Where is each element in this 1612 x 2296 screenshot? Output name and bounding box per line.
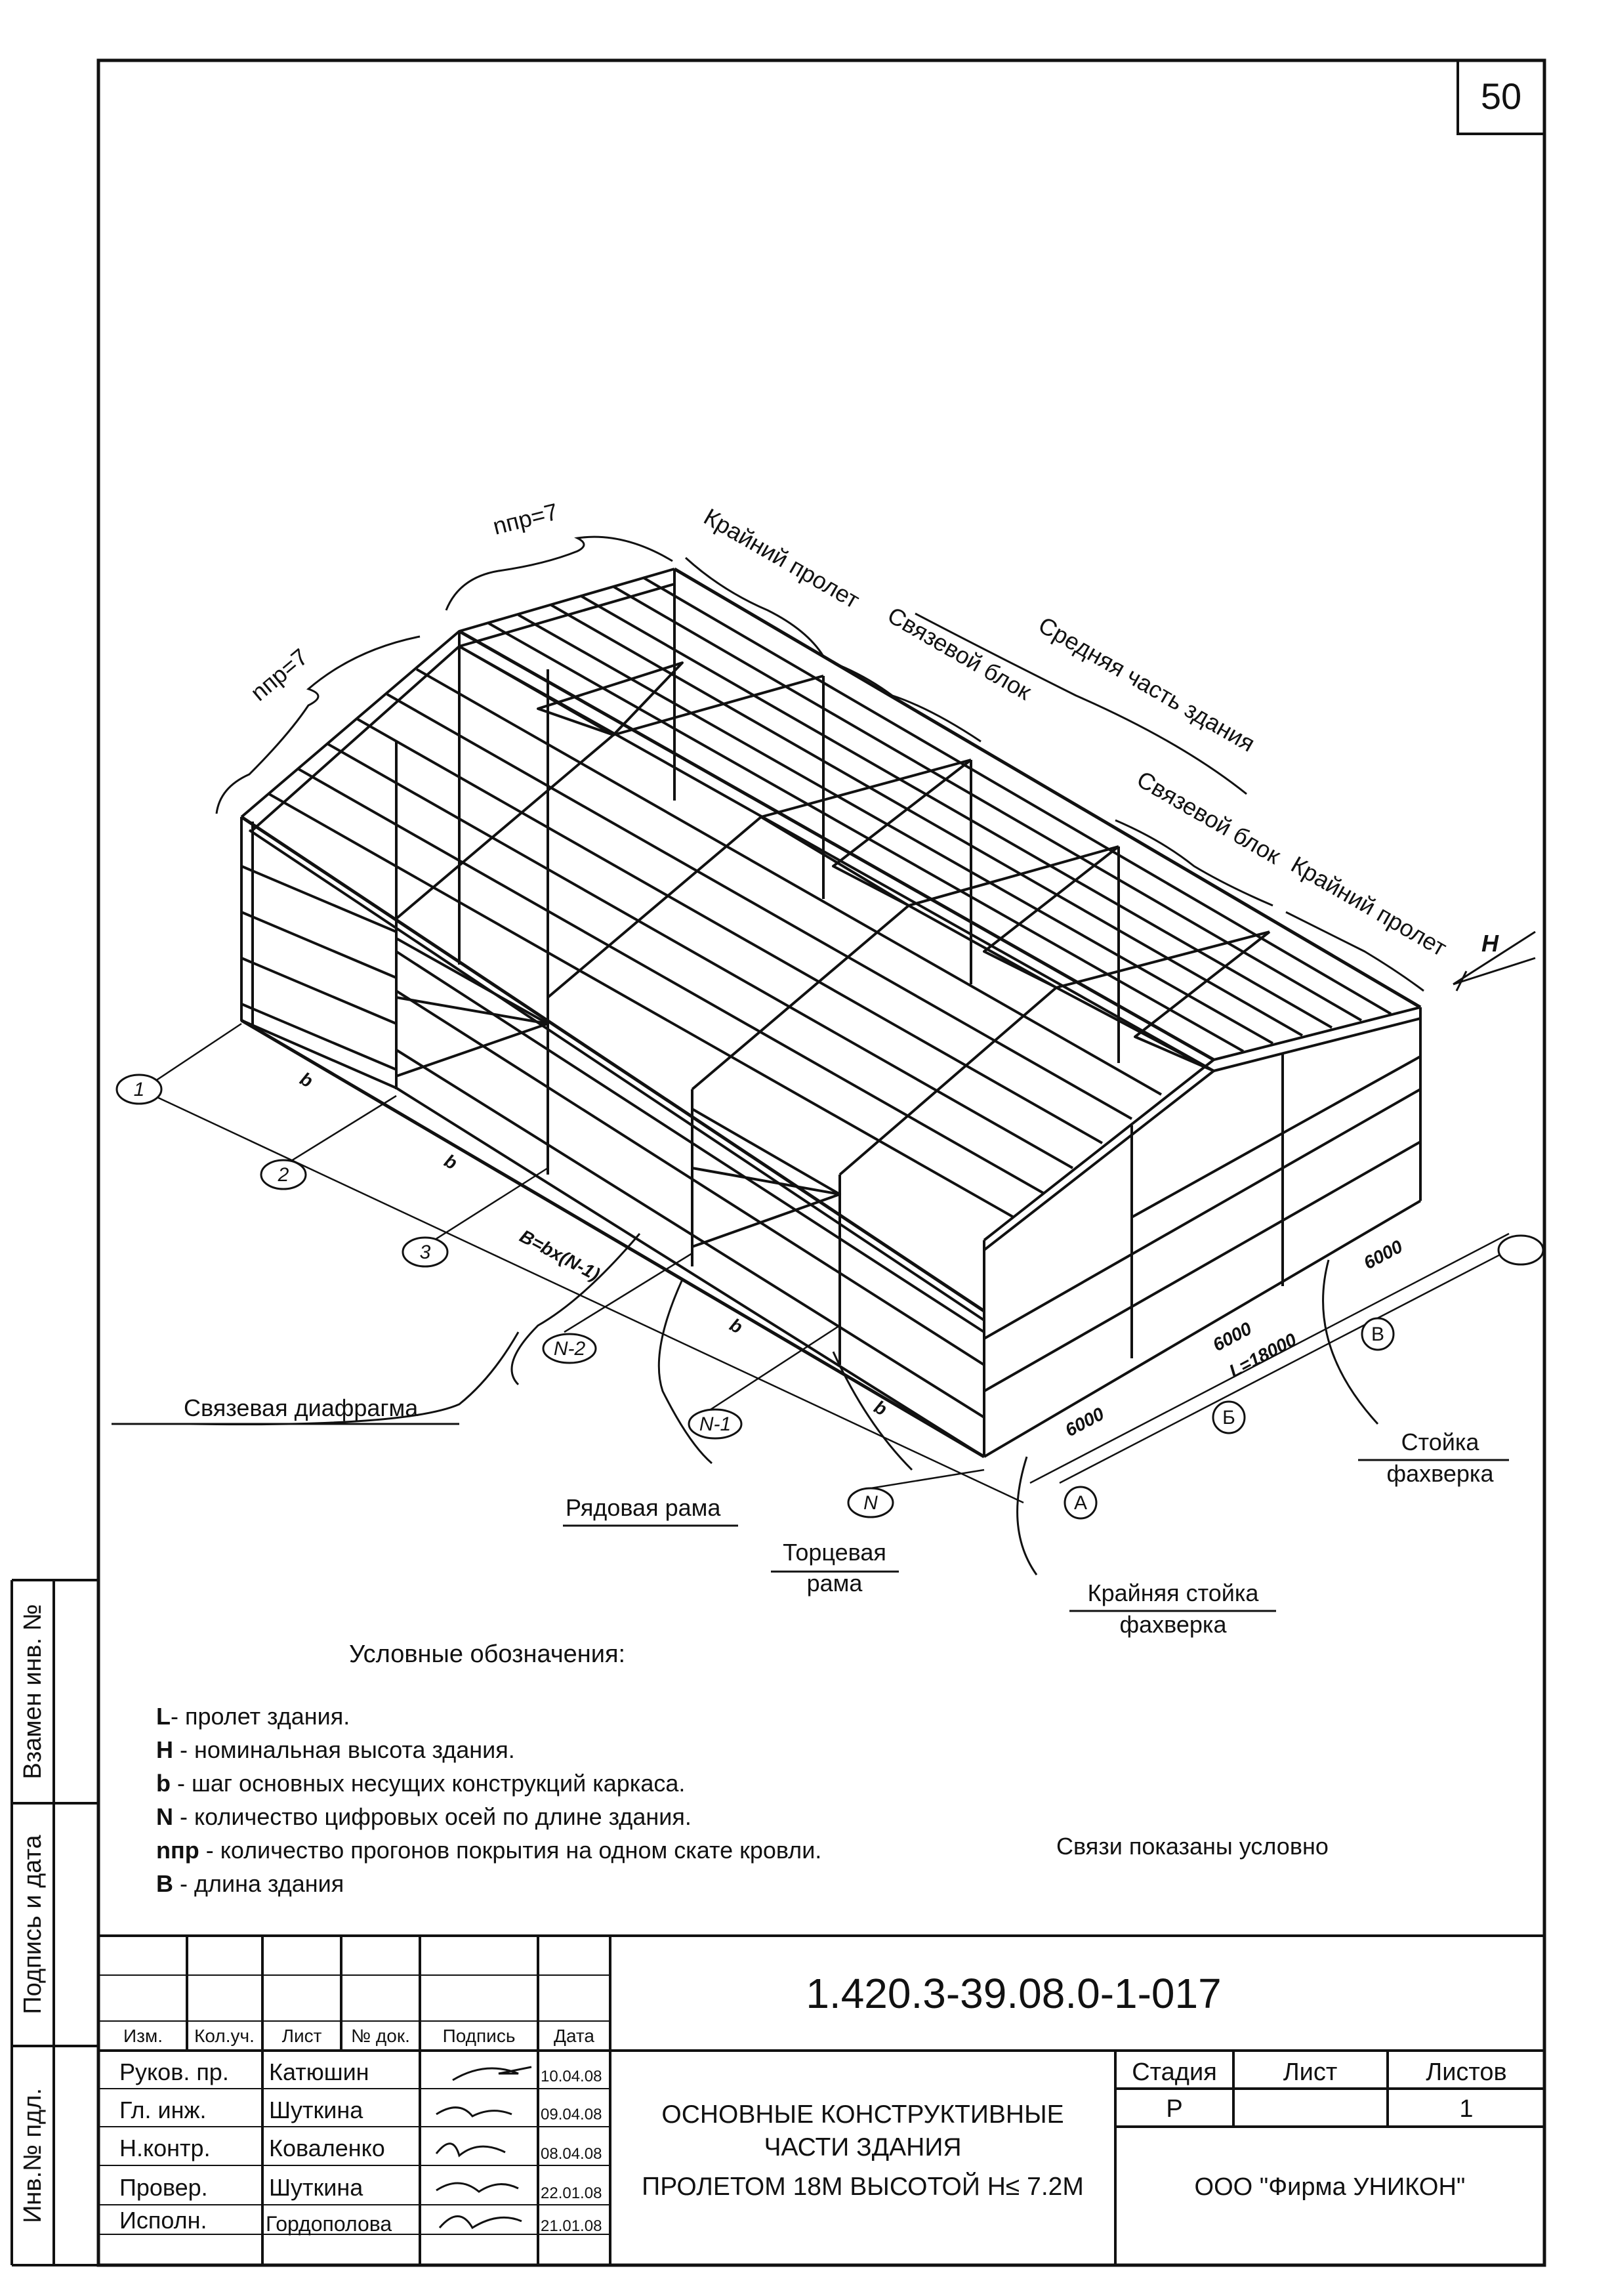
legend: L- пролет здания. H - номинальная высота…: [156, 1700, 821, 1900]
dim-b-1: b: [297, 1068, 316, 1091]
col-header-kol: Кол.уч.: [194, 2026, 255, 2046]
label-middle-part: Средняя часть здания: [1034, 611, 1260, 757]
dim-b-2: b: [441, 1150, 461, 1173]
eave-right: [673, 567, 1422, 1009]
label-bracing-block-top: Связевой блок: [883, 601, 1036, 705]
col-header-sign: Подпись: [443, 2026, 516, 2046]
label-end-frame-1: Торцевая: [783, 1539, 886, 1566]
name-3: Коваленко: [269, 2135, 385, 2161]
col-header-date: Дата: [554, 2026, 594, 2046]
title-line-1: ОСНОВНЫЕ КОНСТРУКТИВНЫЕ: [661, 2100, 1064, 2129]
label-ordinary-frame: Рядовая рама: [566, 1494, 721, 1521]
building-frame: [240, 567, 1422, 1459]
role-2: Гл. инж.: [119, 2097, 207, 2123]
brackets: [215, 535, 1424, 992]
title-line-3: ПРОЛЕТОМ 18М ВЫСОТОЙ H≤ 7.2М: [642, 2171, 1084, 2201]
label-npr-right: nпр=7: [490, 498, 561, 540]
legend-item: B - длина здания: [156, 1870, 344, 1897]
dim-6000-3: 6000: [1360, 1236, 1406, 1273]
axis-label-1: 1: [134, 1079, 145, 1100]
name-2: Шуткина: [269, 2097, 363, 2123]
stage-value: Р: [1166, 2095, 1182, 2123]
legend-item: L- пролет здания.: [156, 1703, 350, 1730]
axis-bubbles-length: [115, 1074, 894, 1518]
legend-item: nпр - количество прогонов покрытия на од…: [156, 1837, 822, 1864]
end-frame-front: [240, 817, 397, 1089]
eave-left: [240, 815, 985, 1313]
legend-title: Условные обозначения:: [349, 1640, 626, 1668]
title-line-2: ЧАСТИ ЗДАНИЯ: [764, 2133, 961, 2161]
ridge: [458, 629, 1215, 1062]
stamp-sign-date: Подпись и дата: [19, 1834, 47, 2014]
axis-label-3: 3: [420, 1242, 431, 1263]
dim-6000-2: 6000: [1209, 1318, 1255, 1355]
legend-item: N - количество цифровых осей по длине зд…: [156, 1803, 692, 1830]
axis-label-n: N: [863, 1492, 878, 1514]
sheet-number: 50: [1481, 75, 1521, 117]
label-bracing-block-bottom: Связевой блок: [1132, 765, 1285, 869]
end-frame-back: [983, 1006, 1421, 1242]
legend-item: b - шаг основных несущих конструкций кар…: [156, 1770, 686, 1797]
date-3: 08.04.08: [541, 2145, 602, 2163]
date-2: 09.04.08: [541, 2106, 602, 2123]
base-left: [240, 1018, 985, 1459]
col-header-doc: № док.: [351, 2026, 410, 2046]
height-marker: [1453, 930, 1536, 991]
label-end-post-1: Крайняя стойка: [1088, 1579, 1260, 1606]
signatures: [435, 2066, 532, 2230]
dim-b-4: b: [871, 1396, 890, 1419]
axis-bubbles-width: [1064, 1234, 1544, 1520]
label-post-1: Стойка: [1401, 1429, 1480, 1455]
sheet-number-box: [1457, 59, 1546, 135]
dim-6000-1: 6000: [1062, 1403, 1107, 1440]
role-1: Руков. пр.: [119, 2058, 229, 2085]
date-1: 10.04.08: [541, 2068, 602, 2085]
label-end-frame-2: рама: [807, 1570, 863, 1597]
label-end-post-2: фахверка: [1120, 1611, 1228, 1638]
label-bracing-diaphragm: Связевая диафрагма: [184, 1394, 419, 1421]
name-1: Катюшин: [269, 2058, 369, 2085]
legend-note: Связи показаны условно: [1056, 1833, 1329, 1860]
axis-label-b-cyr: Б: [1222, 1407, 1235, 1429]
title-block: [97, 1934, 1546, 2266]
name-4: Шуткина: [269, 2174, 363, 2201]
sheets-header: Листов: [1426, 2058, 1506, 2086]
label-post-2: фахверка: [1387, 1460, 1495, 1487]
date-4: 22.01.08: [541, 2184, 602, 2202]
role-5: Исполн.: [119, 2207, 207, 2234]
stamp-replace-inv: Взамен инв. №: [19, 1604, 47, 1780]
label-npr-left: nпр=7: [245, 643, 313, 706]
dim-b-total: B=bx(N-1): [516, 1226, 603, 1285]
axis-label-a: А: [1074, 1492, 1087, 1514]
label-height: H: [1481, 930, 1499, 957]
sheets-value: 1: [1459, 2095, 1473, 2123]
col-header-izm: Изм.: [123, 2026, 163, 2046]
sheet-header: Лист: [1283, 2058, 1338, 2086]
date-5: 21.01.08: [541, 2217, 602, 2235]
dim-b-3: b: [726, 1314, 746, 1337]
col-header-list: Лист: [282, 2026, 322, 2046]
role-4: Провер.: [119, 2174, 208, 2201]
role-3: Н.контр.: [119, 2135, 211, 2161]
name-5: Гордополова: [266, 2212, 392, 2236]
axis-label-v: В: [1371, 1324, 1384, 1345]
drawing-code: 1.420.3-39.08.0-1-017: [806, 1970, 1221, 2017]
stamp-inv-original: Инв.№ пдл.: [19, 2088, 47, 2223]
axis-label-n-1: N-1: [699, 1413, 731, 1435]
side-stamp: [10, 1579, 98, 2266]
legend-item: H - номинальная высота здания.: [156, 1736, 515, 1763]
axis-label-2: 2: [278, 1164, 289, 1186]
company-name: ООО "Фирма УНИКОН": [1195, 2173, 1466, 2201]
stage-header: Стадия: [1132, 2058, 1217, 2086]
axis-label-n-2: N-2: [554, 1338, 586, 1360]
